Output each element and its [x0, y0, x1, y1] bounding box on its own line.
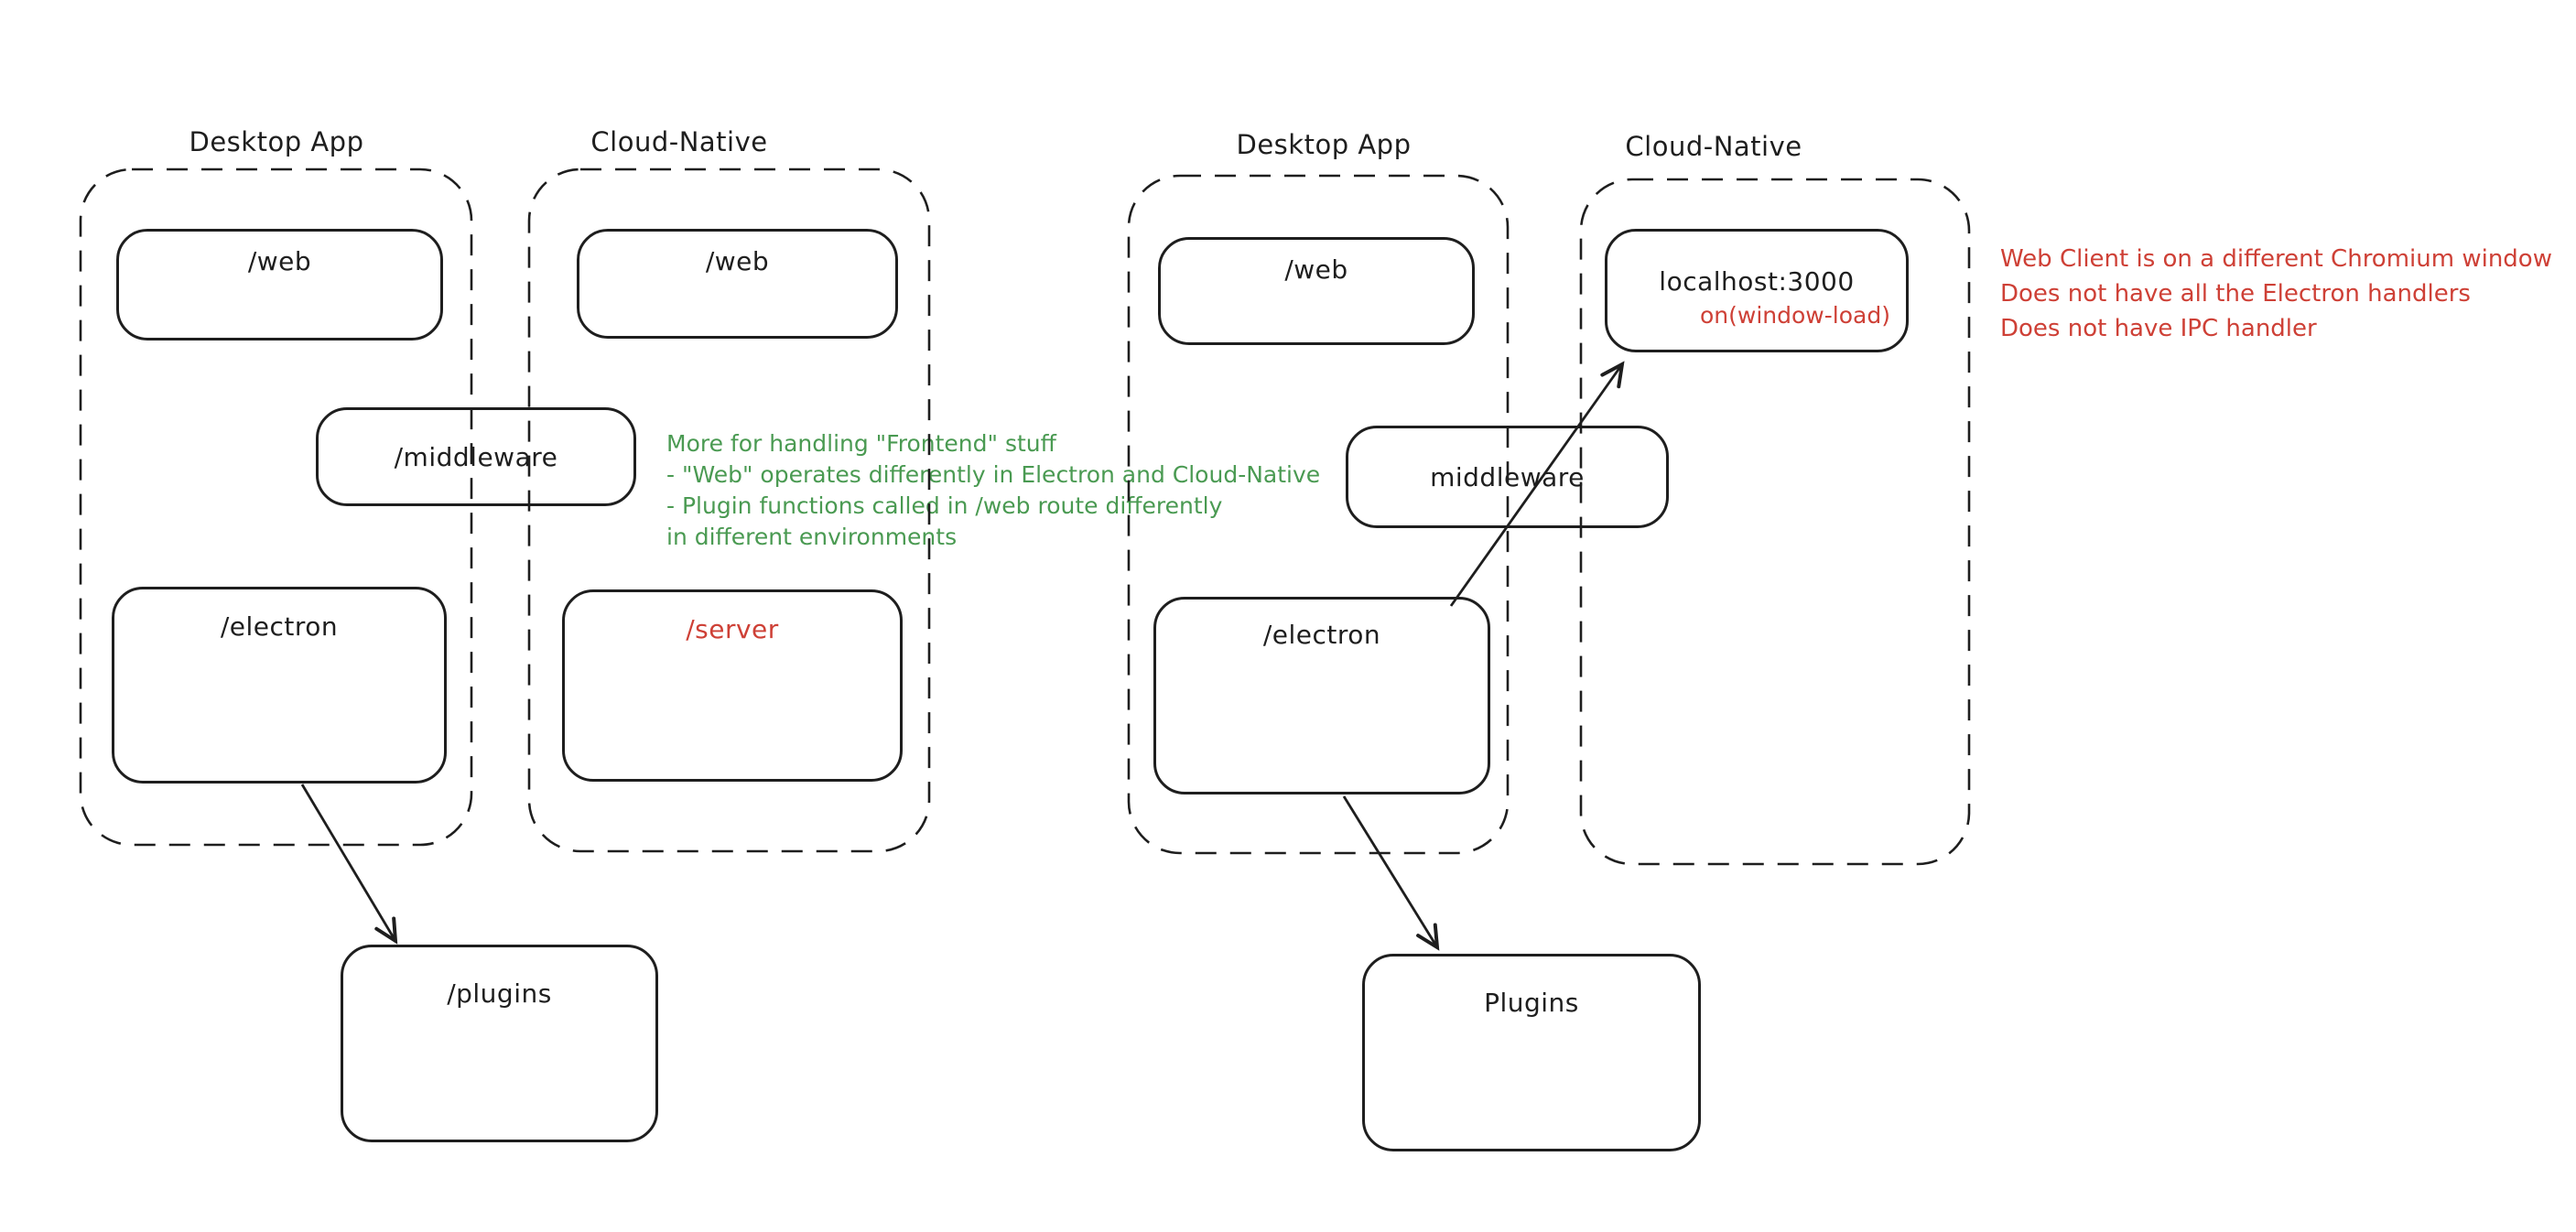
right-plugins-box[interactable]: Plugins [1362, 954, 1701, 1151]
right-window-load-label: on(window-load) [1700, 301, 1890, 329]
left-plugins-box[interactable]: /plugins [341, 945, 658, 1142]
right-electron-to-plugins-arrow[interactable] [1342, 795, 1440, 951]
right-cloud-native-title[interactable]: Cloud-Native [1625, 131, 1802, 162]
right-localhost-box[interactable]: localhost:3000 on(window-load) [1605, 229, 1909, 352]
right-electron-label: /electron [1262, 620, 1381, 650]
left-middleware-box[interactable]: /middleware [316, 407, 636, 506]
left-cloud-native-title[interactable]: Cloud-Native [590, 126, 768, 157]
red-note-line-3: Does not have IPC handler [2000, 315, 2317, 342]
right-middleware-label: middleware [1430, 461, 1585, 492]
left-plugins-label: /plugins [447, 978, 552, 1009]
left-electron-to-plugins-arrow[interactable] [300, 784, 398, 945]
green-note[interactable]: More for handling "Frontend" stuff - "We… [666, 428, 1320, 553]
green-note-line-2: - "Web" operates differently in Electron… [666, 461, 1321, 488]
right-middleware-box[interactable]: middleware [1346, 426, 1669, 528]
left-middleware-label: /middleware [394, 441, 558, 472]
red-note[interactable]: Web Client is on a different Chromium wi… [2000, 242, 2552, 346]
green-note-line-1: More for handling "Frontend" stuff [666, 430, 1056, 457]
left-electron-box[interactable]: /electron [112, 587, 447, 784]
left-cloud-web-label: /web [705, 246, 770, 276]
left-electron-label: /electron [220, 611, 339, 642]
right-desktop-web-label: /web [1284, 254, 1348, 285]
right-desktop-web-box[interactable]: /web [1158, 237, 1475, 345]
left-cloud-web-box[interactable]: /web [577, 229, 898, 339]
right-plugins-label: Plugins [1484, 988, 1579, 1018]
red-note-line-1: Web Client is on a different Chromium wi… [2000, 245, 2552, 273]
left-desktop-app-title[interactable]: Desktop App [189, 126, 364, 157]
right-electron-box[interactable]: /electron [1153, 597, 1490, 794]
left-desktop-web-label: /web [247, 246, 312, 276]
red-note-line-2: Does not have all the Electron handlers [2000, 280, 2471, 308]
green-note-line-4: in different environments [666, 524, 958, 550]
green-note-line-3: - Plugin functions called in /web route … [666, 492, 1223, 519]
right-localhost-label: localhost:3000 [1659, 265, 1855, 297]
left-server-box[interactable]: /server [562, 589, 903, 782]
right-desktop-app-title[interactable]: Desktop App [1236, 129, 1412, 160]
left-server-label: /server [686, 614, 779, 644]
left-desktop-web-box[interactable]: /web [116, 229, 443, 340]
